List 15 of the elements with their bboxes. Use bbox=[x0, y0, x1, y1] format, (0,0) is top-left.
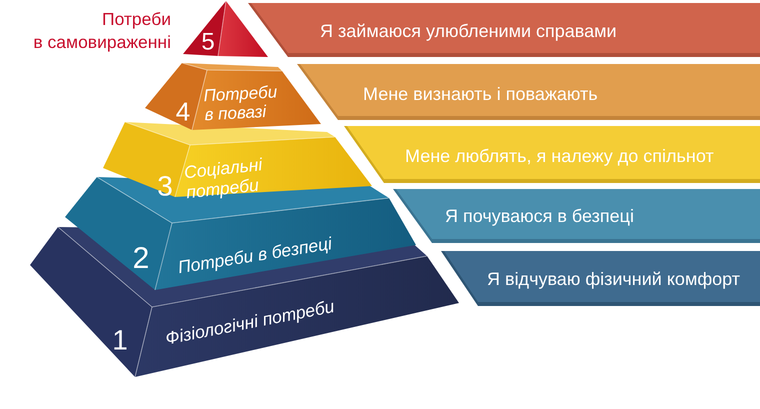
statement-text: Мене люблять, я належу до спільнот bbox=[405, 146, 714, 166]
tier-number: 2 bbox=[132, 242, 150, 276]
statement-text: Я почуваюся в безпеці bbox=[445, 206, 634, 226]
tier-number: 4 bbox=[176, 97, 190, 127]
tier-label: Потреби в повазі bbox=[203, 82, 279, 124]
tier-number: 1 bbox=[112, 324, 128, 356]
statement-text: Я відчуваю фізичний комфорт bbox=[487, 268, 740, 290]
tier-number: 5 bbox=[201, 30, 215, 56]
statement-text: Мене визнають і поважають bbox=[363, 84, 598, 104]
tier-label: Потреби в безпеці bbox=[176, 234, 334, 278]
tier-label: Фізіологічні потреби bbox=[164, 297, 336, 349]
tier-label: Потреби в самовираженні bbox=[32, 8, 171, 54]
statement-text: Я займаюся улюбленими справами bbox=[320, 20, 617, 42]
tier-label: Соціальні потреби bbox=[183, 154, 264, 202]
tier-number: 3 bbox=[157, 170, 173, 202]
